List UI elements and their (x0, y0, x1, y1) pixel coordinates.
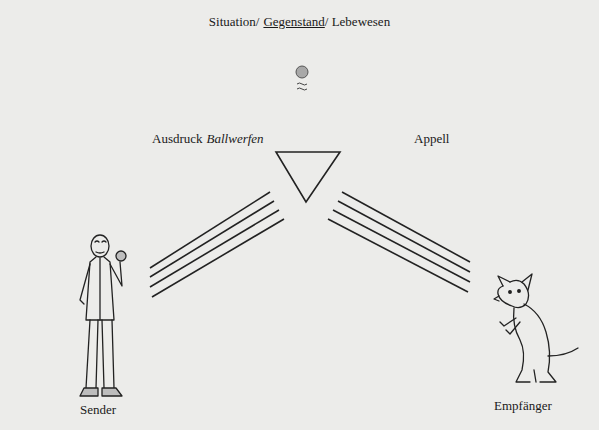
appeal-bundle (328, 192, 470, 292)
text-label: Ausdruck (152, 131, 203, 147)
sign-triangle (276, 152, 340, 202)
text-label: Gegenstand (263, 14, 324, 30)
expression-bundle (150, 192, 284, 297)
label-group: AusdruckBallwerfen (152, 131, 264, 147)
text-label: Empfänger (494, 398, 552, 414)
sender-figure (80, 235, 126, 396)
label-group: Situation/Gegenstand/ Lebewesen (0, 14, 599, 30)
ball (296, 66, 308, 90)
label-group: Appell (414, 131, 449, 147)
text-label: Appell (414, 131, 449, 147)
receiver-dog (494, 274, 578, 382)
text-label: Ballwerfen (207, 131, 264, 147)
text-label: Sender (80, 402, 116, 418)
text-label: Situation/ (209, 14, 260, 30)
text-label: / Lebewesen (325, 14, 390, 30)
label-group: Empfänger (494, 398, 552, 414)
label-group: Sender (80, 402, 116, 418)
